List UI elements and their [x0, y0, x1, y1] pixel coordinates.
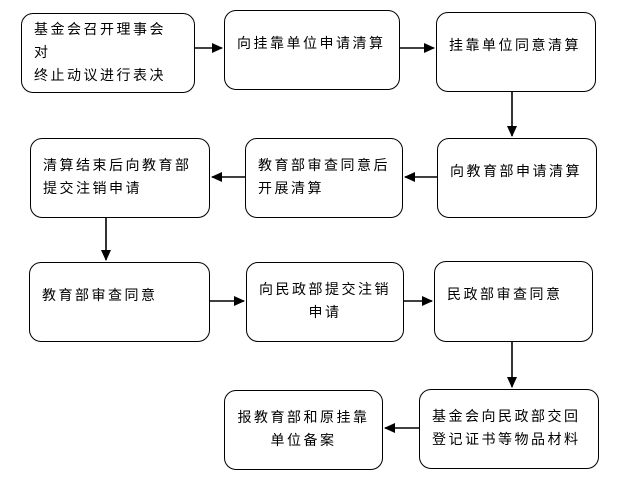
flow-node-label: 报教育部和原挂靠 单位备案 — [237, 410, 370, 449]
flow-node-label: 向挂靠单位申请清算 — [237, 35, 386, 52]
flow-node-return-certificates: 基金会向民政部交回 登记证书等物品材料 — [419, 389, 599, 469]
flow-node-mca-review-agrees: 民政部审查同意 — [434, 261, 593, 342]
flow-node-label: 教育部审查同意 — [42, 287, 158, 304]
flow-node-label: 基金会向民政部交回 登记证书等物品材料 — [432, 409, 581, 448]
flow-node-affiliated-unit-agrees: 挂靠单位同意清算 — [436, 12, 596, 92]
flow-node-moe-review-agrees: 教育部审查同意 — [29, 262, 210, 342]
flow-node-label: 民政部审查同意 — [447, 287, 563, 303]
flow-node-apply-to-moe: 向教育部申请清算 — [437, 138, 597, 218]
flow-node-label: 基金会召开理事会对 终止动议进行表决 — [34, 21, 166, 84]
flow-node-submit-deregistration-to-mca: 向民政部提交注销 申请 — [246, 262, 404, 342]
flow-node-apply-to-affiliated-unit: 向挂靠单位申请清算 — [224, 10, 400, 90]
flow-node-label: 教育部审查同意后 开展清算 — [258, 158, 390, 197]
flow-node-file-for-record: 报教育部和原挂靠 单位备案 — [224, 390, 383, 470]
flow-node-submit-deregistration-to-moe: 清算结束后向教育部 提交注销申请 — [30, 138, 210, 218]
flow-node-label: 清算结束后向教育部 提交注销申请 — [43, 158, 192, 197]
flow-node-board-vote: 基金会召开理事会对 终止动议进行表决 — [21, 13, 195, 93]
flow-node-moe-approves-liquidation: 教育部审查同意后 开展清算 — [245, 138, 403, 218]
flow-node-label: 向民政部提交注销 申请 — [259, 282, 391, 321]
flow-node-label: 向教育部申请清算 — [450, 163, 582, 180]
flow-node-label: 挂靠单位同意清算 — [449, 37, 581, 54]
